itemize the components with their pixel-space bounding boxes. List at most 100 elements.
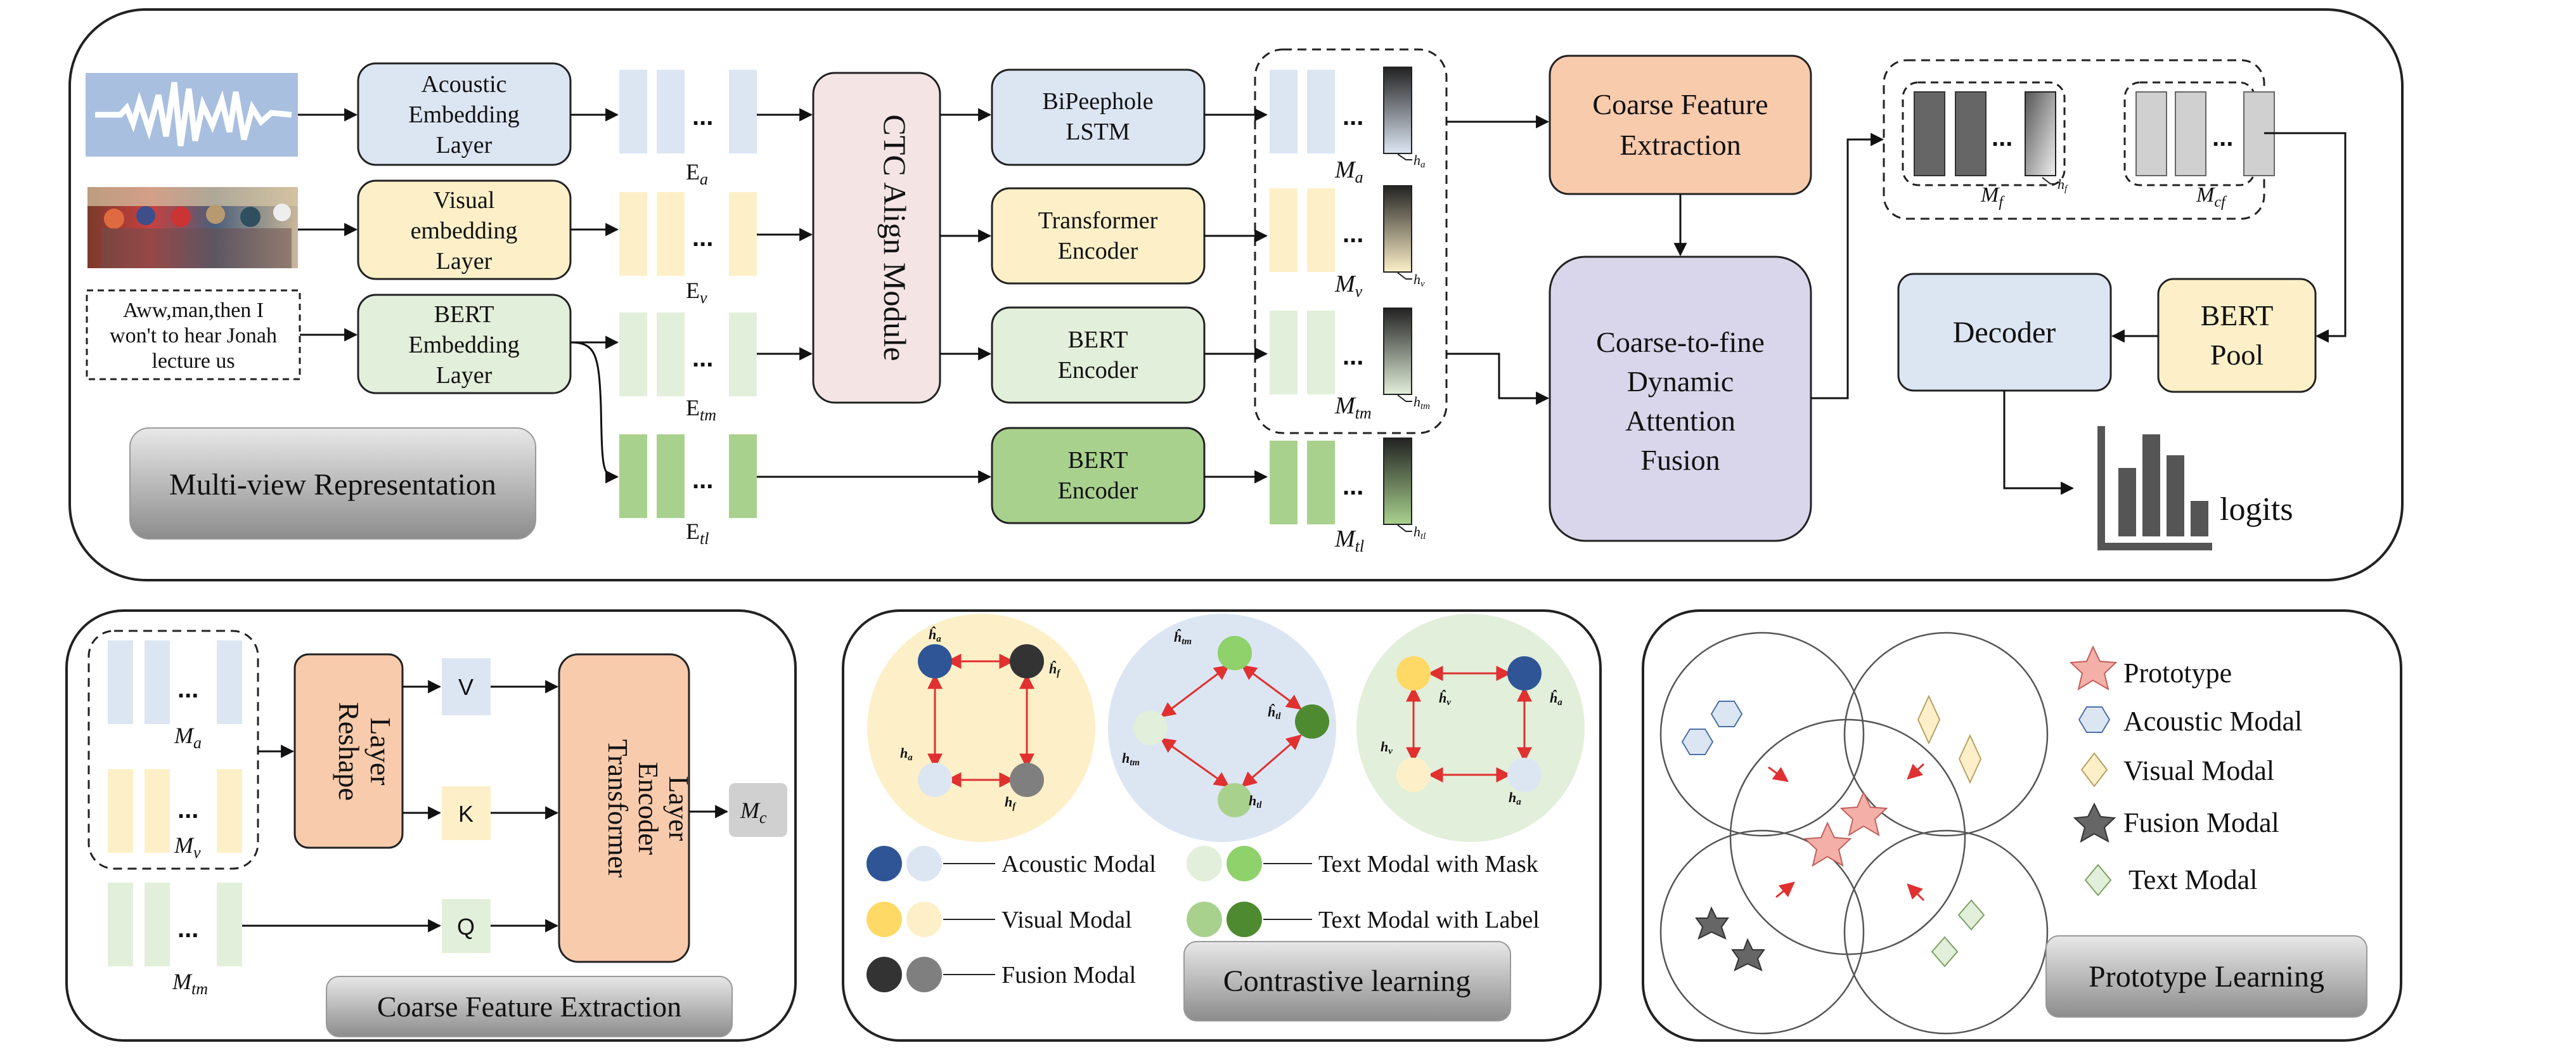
- node-fusion-hat: [1010, 644, 1044, 678]
- cfe-mtm-label: Mtm: [172, 969, 208, 998]
- m-v-feature-stack: ...: [1270, 185, 1412, 273]
- acoustic-embedding-label-1: Acoustic: [421, 71, 506, 98]
- legend-visual-modal: Visual Modal: [1001, 907, 1132, 933]
- legend-text-mask: Text Modal with Mask: [1318, 851, 1538, 878]
- node-acoustic-2: [1507, 758, 1542, 792]
- prototype-star-2: [1803, 821, 1852, 867]
- reshape-label-1: Reshape: [333, 702, 365, 801]
- legend-text-label-dark-dot: [1227, 902, 1262, 937]
- bert-encoder-masked-label-1: BERT: [1068, 327, 1128, 353]
- contrastive-circle-acoustic-fusion: [867, 614, 1095, 842]
- legend-visual: Visual Modal: [2123, 755, 2274, 786]
- cfe-ma-stack: ...: [108, 640, 242, 724]
- bert-encoder-masked: [991, 306, 1206, 404]
- legend-acoustic-dark-dot: [866, 846, 902, 881]
- coarse-to-fine-label-3: Attention: [1625, 405, 1736, 437]
- node-acoustic-hat: [918, 644, 952, 678]
- k-label: K: [458, 801, 473, 827]
- node-text-label-hat: [1295, 704, 1329, 739]
- m-v-label: Mv: [1334, 271, 1363, 301]
- input-text-line-1: Aww,man,then I: [123, 299, 264, 322]
- prototype-learning-title: Prototype Learning: [2089, 960, 2324, 994]
- acoustic-sample-1: [1710, 701, 1743, 727]
- node-visual: [1396, 758, 1431, 792]
- legend-text: Text Modal: [2128, 864, 2257, 895]
- q-box: [442, 899, 491, 953]
- encoder-layer-label-1: Transformer: [602, 739, 633, 878]
- legend-prototype: Prototype: [2123, 658, 2232, 689]
- legend-prototype-star: [2069, 645, 2118, 691]
- reshape-layer-box: [293, 653, 404, 849]
- coarse-to-fine-label-1: Coarse-to-fine: [1596, 326, 1765, 358]
- visual-embedding-label-3: Layer: [436, 248, 493, 275]
- cluster-visual: [1843, 632, 2049, 837]
- bert-pool-label-1: BERT: [2201, 299, 2274, 332]
- coarse-feature-label-1: Coarse Feature: [1592, 88, 1768, 120]
- text-sample-2: [1931, 936, 1959, 968]
- q-label: Q: [457, 914, 475, 940]
- encoder-layer-label-3: Layer: [663, 776, 694, 841]
- transformer-encoder-label-1: Transformer: [1038, 207, 1158, 234]
- ctc-align-label: CTC Align Module: [877, 115, 913, 361]
- video-frame-image: [87, 187, 298, 268]
- cluster-acoustic: [1659, 632, 1865, 837]
- multiview-representation-button: [129, 427, 536, 540]
- svg-text:...: ...: [692, 224, 713, 252]
- acoustic-embedding-label-3: Layer: [436, 132, 493, 159]
- svg-text:...: ...: [692, 344, 713, 372]
- visual-embedding-label-2: embedding: [411, 217, 518, 244]
- mc-box: [729, 783, 787, 837]
- e-tl-label: Etl: [686, 519, 709, 548]
- mcf-feature-stack: ...: [2135, 91, 2275, 176]
- legend-fusion-light-dot: [906, 957, 942, 992]
- legend-fusion-star: [2073, 802, 2116, 843]
- input-text-line-3: lecture us: [151, 349, 235, 373]
- logits-bar-chart-icon: [2097, 426, 2212, 550]
- coarse-feature-extraction-button: [326, 976, 733, 1037]
- node-fusion: [1010, 763, 1044, 797]
- e-tm-label: Etm: [686, 395, 716, 424]
- coarse-feature-label-2: Extraction: [1620, 129, 1741, 161]
- v-box: [442, 658, 491, 715]
- legend-fusion: Fusion Modal: [2123, 807, 2279, 838]
- visual-embedding-label-1: Visual: [434, 187, 495, 214]
- reshape-label-2: Layer: [364, 717, 397, 785]
- prototype-learning-panel: [1642, 609, 2402, 1042]
- m-tl-label: Mtl: [1334, 526, 1364, 555]
- legend-acoustic-hexagon: [2078, 706, 2111, 733]
- cfe-ma-label: Ma: [174, 723, 202, 752]
- acoustic-waveform-icon: [86, 73, 298, 157]
- node-acoustic-hat-2: [1507, 656, 1542, 690]
- e-a-feature-stack: ...: [619, 70, 757, 153]
- svg-text:...: ...: [1343, 472, 1363, 500]
- legend-text-diamond: [2084, 864, 2112, 897]
- bert-pool-box: [2157, 278, 2317, 393]
- svg-text:...: ...: [1992, 124, 2012, 152]
- legend-acoustic-light-dot: [906, 846, 942, 881]
- legend-fusion-dark-dot: [866, 957, 902, 992]
- visual-sample-1: [1917, 694, 1941, 745]
- prototype-star-1: [1839, 791, 1888, 837]
- bert-encoder-label-label-1: BERT: [1068, 447, 1128, 474]
- bert-encoder-label: [991, 427, 1206, 524]
- input-text-line-2: won't to hear Jonah: [110, 324, 277, 347]
- contrastive-circle-visual-acoustic: [1356, 614, 1585, 842]
- node-text-mask-hat: [1218, 636, 1252, 670]
- svg-text:...: ...: [177, 796, 198, 824]
- transformer-encoder-top: [991, 187, 1206, 285]
- cfe-mv-label: Mv: [174, 833, 201, 862]
- svg-text:...: ...: [1343, 342, 1363, 370]
- svg-text:...: ...: [1343, 220, 1363, 248]
- coarse-to-fine-fusion-box: [1549, 256, 1812, 542]
- ma-mv-group: [87, 630, 259, 870]
- svg-text:...: ...: [692, 466, 713, 494]
- logits-label: logits: [2220, 491, 2293, 528]
- bert-embedding-label-3: Layer: [436, 362, 493, 389]
- e-tl-feature-stack: ...: [619, 434, 757, 518]
- transformer-encoder-label-2: Encoder: [1058, 238, 1138, 264]
- e-v-feature-stack: ...: [619, 192, 757, 276]
- bert-embedding-layer: [357, 294, 572, 394]
- text-sample-1: [1957, 899, 1985, 931]
- cfe-mtm-stack: ...: [108, 883, 242, 966]
